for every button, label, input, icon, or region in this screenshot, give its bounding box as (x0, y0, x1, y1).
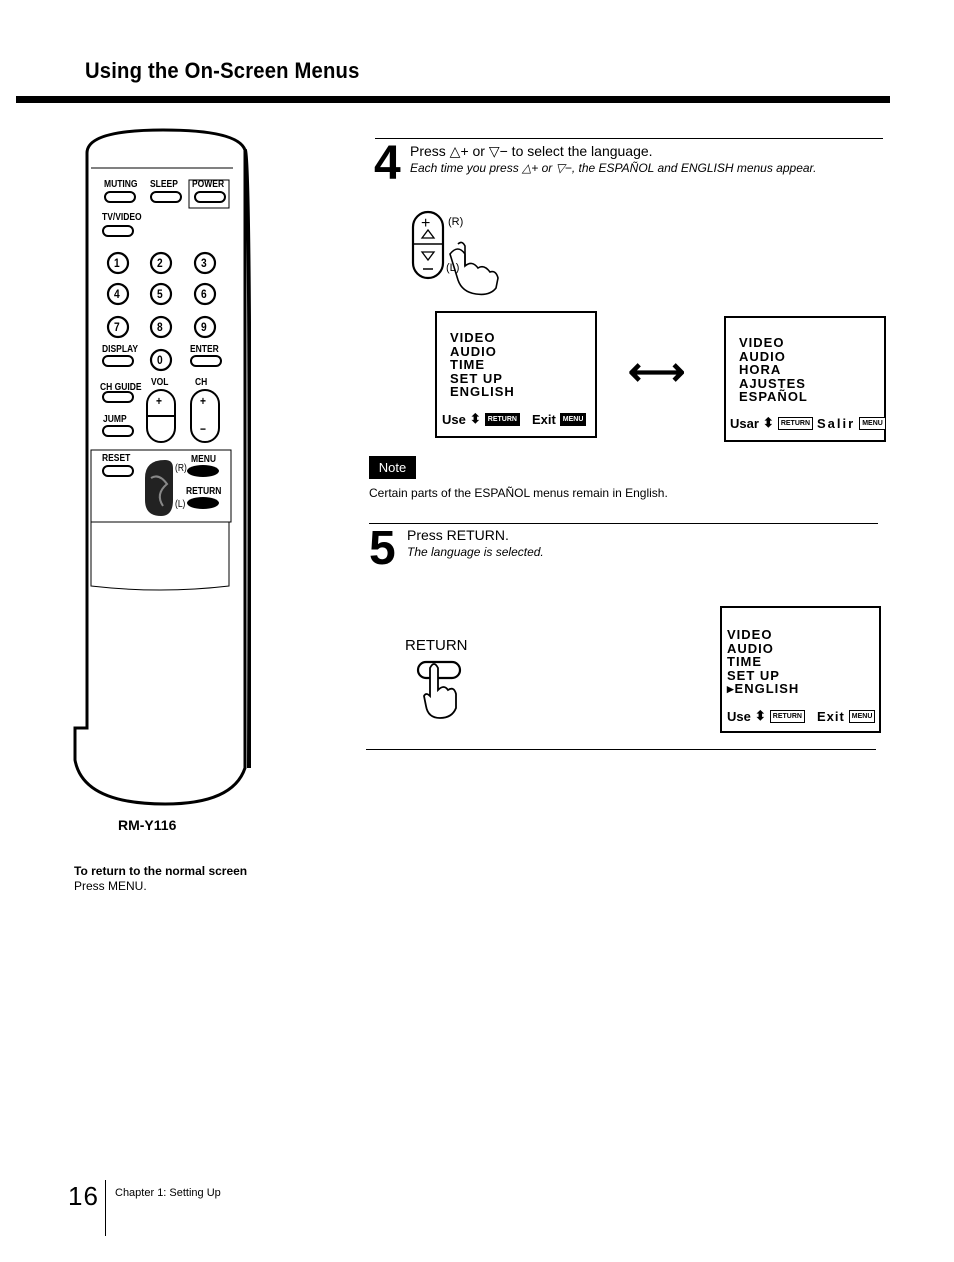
up-down-icon: ⬍ (469, 411, 481, 426)
exit-label: Exit (531, 411, 556, 427)
step4-joystick-illustration: + (410, 206, 510, 296)
english-menu-items: VIDEO AUDIO TIME SET UP ENGLISH (450, 330, 515, 399)
selected-menu-footer: Use ⬍ RETURN Exit MENU (727, 708, 876, 724)
return-badge: RETURN (777, 416, 813, 430)
step4-note: Each time you press △+ or ▽−, the ESPAÑO… (410, 161, 817, 175)
step5-number: 5 (369, 522, 396, 575)
usar-label: Usar (730, 415, 759, 431)
page-title: Using the On-Screen Menus (85, 58, 360, 83)
remote-outline-icon (73, 128, 252, 806)
step4-instruction: Press △+ or ▽− to select the language. (410, 143, 653, 159)
ch-minus-label: − (200, 422, 206, 436)
chapter-label: Chapter 1: Setting Up (115, 1187, 221, 1199)
exit-label: Exit (816, 708, 845, 724)
return-badge: RETURN (769, 709, 805, 723)
toggle-arrow-icon: ⟷ (628, 350, 686, 394)
remote-model: RM-Y116 (118, 817, 177, 833)
english-menu-footer: Use ⬍ RETURN Exit MENU (442, 411, 587, 427)
digit-2-label: 2 (157, 256, 163, 270)
remote-control: MUTING SLEEP POWER TV/VIDEO 1 2 3 4 5 6 … (73, 128, 252, 808)
digit-0-label: 0 (157, 353, 163, 367)
step4-number: 4 (374, 137, 401, 190)
reset-label: RESET (102, 453, 131, 464)
step4-l-label: (L) (446, 262, 460, 274)
selected-menu-items: VIDEO AUDIO TIME SET UP ▸ENGLISH (727, 627, 800, 696)
digit-9-label: 9 (201, 320, 207, 334)
note-text: Certain parts of the ESPAÑOL menus remai… (369, 486, 668, 500)
english-menu-screen: VIDEO AUDIO TIME SET UP ENGLISH Use ⬍ RE… (435, 311, 597, 438)
display-label: DISPLAY (102, 344, 139, 355)
digit-7-label: 7 (114, 320, 120, 334)
enter-label: ENTER (190, 344, 219, 355)
digit-3-label: 3 (201, 256, 207, 270)
digit-6-label: 6 (201, 287, 207, 301)
l-mark-label: (L) (175, 499, 186, 510)
step5-rule (369, 523, 878, 524)
ch-label: CH (195, 377, 208, 388)
footer-divider (105, 1180, 106, 1236)
joystick-hand-icon: + (411, 210, 499, 296)
page-number: 16 (68, 1181, 99, 1211)
use-label: Use (442, 411, 466, 427)
step5-note: The language is selected. (407, 545, 544, 559)
spanish-menu-screen: VIDEO AUDIO HORA AJUSTES ESPAÑOL Usar ⬍ … (724, 316, 886, 442)
spanish-menu-footer: Usar ⬍ RETURN Salir MENU (730, 415, 886, 431)
power-label: POWER (192, 179, 225, 190)
menu-badge: MENU (559, 412, 587, 426)
return-press-illustration (416, 656, 466, 720)
menu-badge: MENU (848, 709, 876, 723)
return-btn-label: RETURN (186, 486, 222, 497)
section-end-rule (366, 749, 876, 750)
menu-label: MENU (191, 454, 217, 465)
tv-video-label: TV/VIDEO (102, 212, 142, 223)
return-badge: RETURN (484, 412, 520, 426)
up-down-icon: ⬍ (762, 415, 774, 430)
return-illustration-label: RETURN (405, 637, 468, 654)
vol-label: VOL (151, 377, 169, 388)
sleep-label: SLEEP (150, 179, 178, 190)
step4-r-label: (R) (448, 216, 464, 228)
title-rule (16, 96, 890, 103)
return-normal-heading: To return to the normal screen (74, 864, 248, 878)
menu-badge: MENU (859, 416, 886, 430)
use-label: Use (727, 708, 751, 724)
digit-8-label: 8 (157, 320, 163, 334)
salir-label: Salir (817, 415, 856, 431)
return-hand-icon (416, 660, 462, 719)
muting-label: MUTING (104, 179, 138, 190)
step4-rule (375, 138, 883, 139)
up-down-icon: ⬍ (754, 708, 766, 723)
return-normal-body: Press MENU. (74, 879, 147, 893)
spanish-menu-items: VIDEO AUDIO HORA AJUSTES ESPAÑOL (739, 335, 808, 404)
vol-plus-label: + (156, 394, 162, 408)
jump-label: JUMP (103, 414, 127, 425)
ch-guide-label: CH GUIDE (100, 382, 142, 393)
digit-5-label: 5 (157, 287, 163, 301)
digit-1-label: 1 (114, 256, 120, 270)
selected-menu-screen: VIDEO AUDIO TIME SET UP ▸ENGLISH Use ⬍ R… (720, 606, 881, 733)
r-mark-label: (R) (175, 463, 187, 474)
note-badge: Note (369, 456, 416, 479)
svg-text:+: + (421, 215, 430, 232)
step5-instruction: Press RETURN. (407, 527, 509, 543)
digit-4-label: 4 (114, 287, 120, 301)
ch-plus-label: + (200, 394, 206, 408)
